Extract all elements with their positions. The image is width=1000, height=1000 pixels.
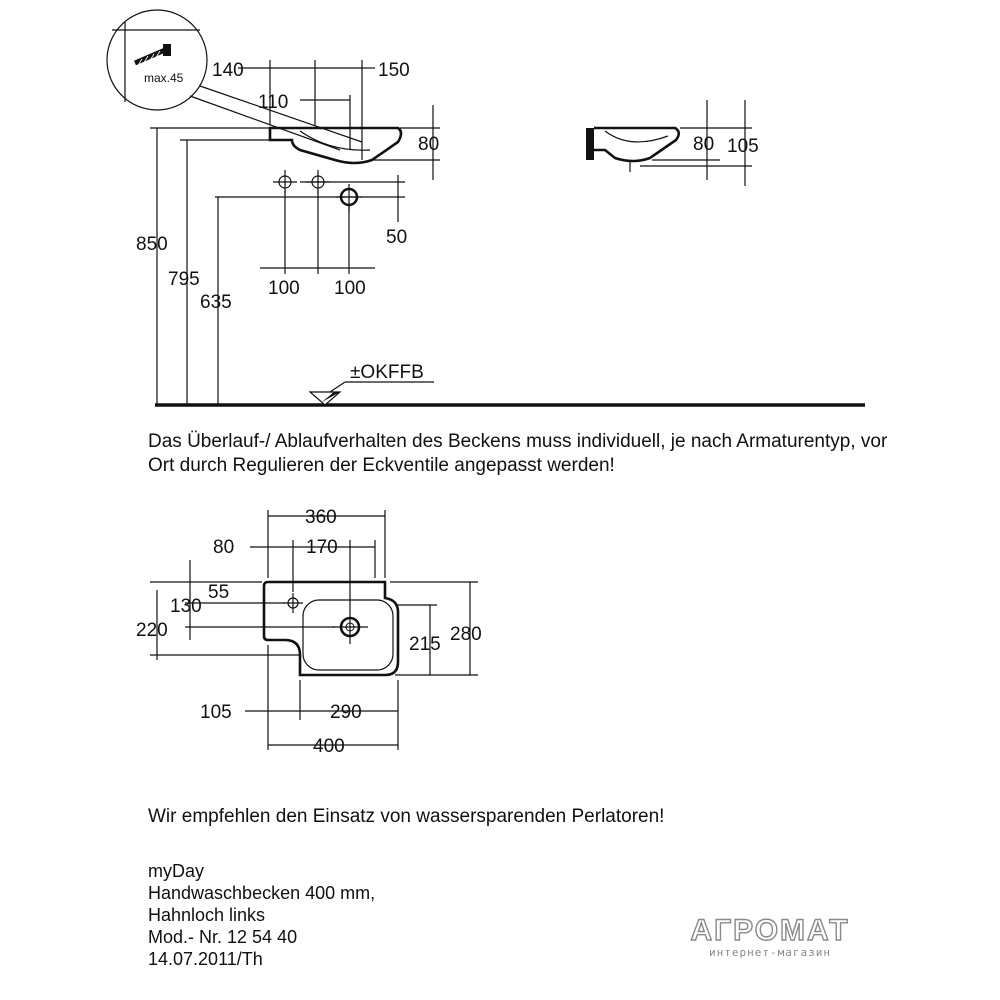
dim-110: 110 — [258, 92, 288, 113]
product-name: Handwaschbecken 400 mm, — [148, 883, 376, 903]
dim-100-left: 100 — [268, 278, 300, 299]
basin-side-profile — [268, 126, 403, 165]
dim-795: 795 — [168, 269, 200, 290]
dim-170: 170 — [306, 537, 338, 558]
product-variant: Hahnloch links — [148, 905, 266, 925]
detail-label: max.45 — [144, 71, 184, 85]
plan-view: 360 80 170 55 130 220 215 280 105 290 40… — [136, 507, 482, 757]
dim-80-front: 80 — [693, 134, 714, 155]
watermark-name: АГРОМАТ — [690, 914, 850, 947]
model-number: Mod.- Nr. 12 54 40 — [148, 927, 298, 947]
dim-130: 130 — [170, 596, 202, 617]
watermark-subtitle: интернет-магазин — [709, 946, 831, 959]
front-view: 80 105 — [586, 100, 759, 186]
dim-280: 280 — [450, 624, 482, 645]
dim-50: 50 — [386, 227, 407, 248]
dim-140: 140 — [212, 60, 244, 81]
dim-290: 290 — [330, 702, 362, 723]
note-overflow: Das Überlauf-/ Ablaufverhalten des Becke… — [148, 431, 888, 476]
dim-220: 220 — [136, 620, 168, 641]
dim-215: 215 — [409, 634, 441, 655]
floor-label: ±OKFFB — [350, 362, 424, 383]
dim-400: 400 — [313, 736, 345, 757]
dim-635: 635 — [200, 292, 232, 313]
dim-150: 150 — [378, 60, 410, 81]
detail-circle — [106, 9, 208, 111]
series-name: myDay — [148, 861, 205, 881]
watermark-logo: АГРОМАТ интернет-магазин — [680, 914, 860, 959]
dim-55: 55 — [208, 582, 229, 603]
screw-icon — [134, 44, 171, 68]
side-view: max.45 140 150 110 80 — [106, 9, 865, 407]
dim-80-side: 80 — [418, 134, 439, 155]
dim-360: 360 — [305, 507, 337, 528]
basin-front-profile — [594, 126, 681, 163]
dim-850: 850 — [136, 234, 168, 255]
dim-80-plan: 80 — [213, 537, 234, 558]
title-block: myDay Handwaschbecken 400 mm, Hahnloch l… — [148, 860, 375, 970]
bowl-inner — [302, 599, 394, 671]
basin-plan-outline — [262, 580, 400, 677]
dim-105-front: 105 — [727, 136, 759, 157]
note-aerators: Wir empfehlen den Einsatz von wasserspar… — [148, 806, 665, 827]
drawing-date: 14.07.2011/Th — [148, 949, 263, 969]
plan-drain-icon — [332, 610, 368, 644]
dim-100-right: 100 — [334, 278, 366, 299]
dim-105-plan: 105 — [200, 702, 232, 723]
tap-hole-icon — [283, 593, 303, 613]
